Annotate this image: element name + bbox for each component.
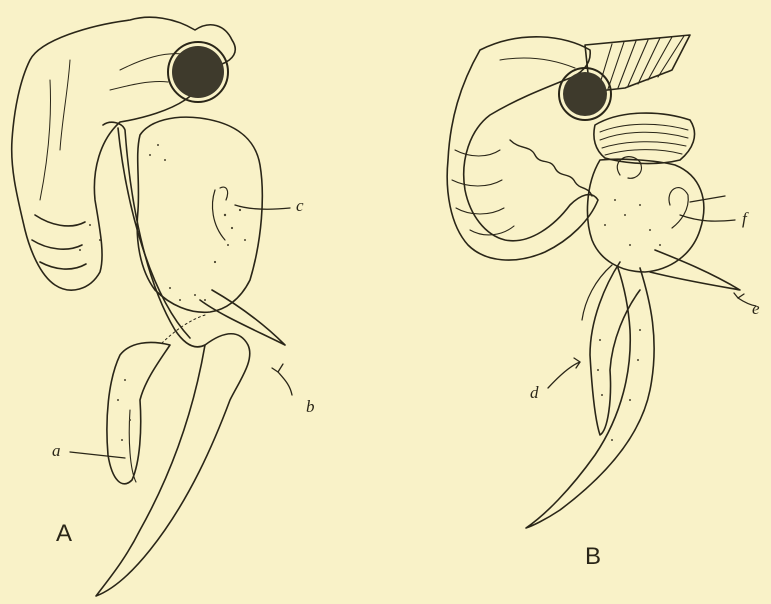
panel-b-drawing <box>447 35 756 528</box>
panel-a-spur <box>200 290 285 345</box>
panel-a-tapering-process <box>96 334 250 596</box>
panel-b-limb-d <box>590 262 640 435</box>
panel-label-b: B <box>585 545 601 569</box>
panel-b-zigzag-tube <box>510 140 592 196</box>
label-f: f <box>742 210 747 227</box>
panel-b-long-process <box>526 268 654 528</box>
panel-b-central-body <box>587 159 703 272</box>
label-d: d <box>530 384 539 401</box>
panel-b-leader-d <box>548 362 580 388</box>
label-b: b <box>306 398 315 415</box>
panel-b-ruffled-cap <box>594 113 695 164</box>
label-e: e <box>752 300 760 317</box>
panel-a-left-appendage <box>107 342 170 483</box>
panel-a-leader-b <box>278 372 292 395</box>
panel-a-drawing <box>12 17 292 596</box>
panel-b-leader-f <box>680 215 735 221</box>
panel-a-long-duct <box>103 122 205 347</box>
panel-a-leader-a <box>70 452 125 458</box>
label-c: c <box>296 197 304 214</box>
panel-b-process-e <box>650 250 740 290</box>
label-a: a <box>52 442 61 459</box>
panel-label-a: A <box>56 522 72 546</box>
